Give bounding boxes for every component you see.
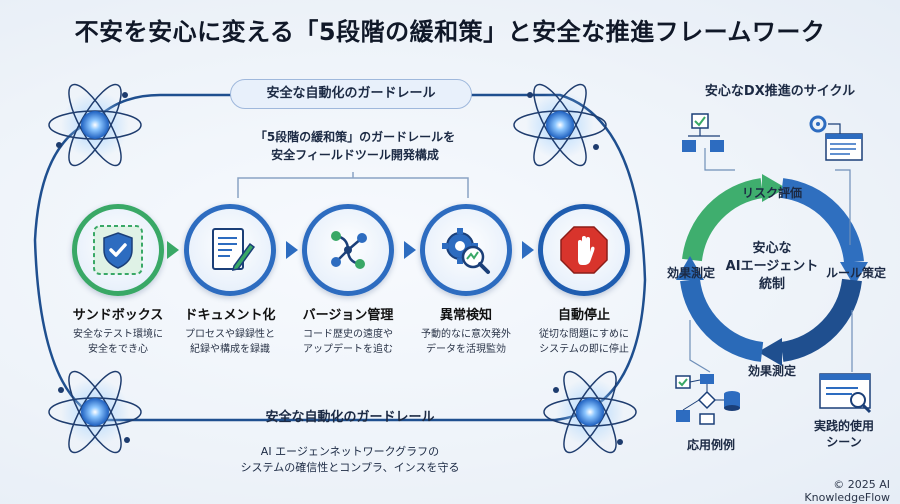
step-document <box>184 204 276 296</box>
step-sandbox-text: サンドボックス 安全なテスト環境に 安全をでき心 <box>48 304 188 357</box>
bracket-connector <box>237 177 469 198</box>
bottom-text: AI エージェンネットワークグラフの システムの確信性とコンプラ、インスを守る <box>200 444 500 476</box>
cycle-center-line3: 統制 <box>758 277 785 292</box>
corner-label-use-cases-line2: シーン <box>826 435 862 449</box>
cycle-center-line1: 安心な <box>752 241 792 256</box>
branch-icon <box>331 231 367 269</box>
step-autostop-circle <box>538 204 630 296</box>
bottom-guardrail-banner: 安全な自動化のガードレール <box>265 410 435 425</box>
corner-label-use-cases: 実践的使用 シーン <box>804 418 884 450</box>
step-title: 自動停止 <box>557 308 610 323</box>
page-title: 不安を安心に変える「5段階の緩和策」と安全な推進フレームワーク <box>74 18 826 46</box>
arrow-1 <box>167 241 179 259</box>
step-desc-line1: 安全なテスト環境に <box>73 329 163 340</box>
process-flow-icon <box>682 113 724 152</box>
flowchart-icon <box>675 374 740 425</box>
step-sandbox-circle <box>72 204 164 296</box>
step-sandbox <box>72 204 164 296</box>
step-autostop-text: 自動停止 従切な問題にすめに システムの即に停止 <box>514 304 654 357</box>
atom-top-left <box>48 83 142 167</box>
cycle-label-risk: リスク評価 <box>741 186 802 200</box>
copyright-footer: © 2025 AI KnowledgeFlow <box>804 478 890 504</box>
atom-top-right <box>513 83 607 167</box>
step-version-text: バージョン管理 コード歴史の遠度や アップデートを追む <box>278 304 418 357</box>
step-desc-line2: データを活現監効 <box>426 344 506 355</box>
center-heading-line1: 「5段階の緩和策」のガードレールを <box>254 130 456 144</box>
step-title: 異常検知 <box>439 308 492 323</box>
step-desc-line2: 紀録や構成を録識 <box>190 344 270 355</box>
arrow-3 <box>404 241 416 259</box>
settings-window-icon <box>809 115 863 161</box>
cycle-label-measure-bottom: 効果測定 <box>747 364 796 378</box>
step-desc-line1: コード歴史の遠度や <box>303 329 393 340</box>
step-document-text: ドキュメント化 プロセスや録録性と 紀録や構成を録識 <box>160 304 300 357</box>
step-title: バージョン管理 <box>302 308 394 323</box>
cycle-ring <box>676 174 868 366</box>
arrow-2 <box>286 241 298 259</box>
top-guardrail-banner: 安全な自動化のガードレール <box>230 79 472 109</box>
analysis-window-icon <box>819 373 872 414</box>
step-desc-line2: システムの即に停止 <box>539 344 629 355</box>
step-desc-line1: 従切な問題にすめに <box>538 329 630 340</box>
cycle-label-rules: ルール策定 <box>825 266 886 280</box>
cycle-center-line2: AIエージェント <box>725 259 819 274</box>
step-desc-line1: 予動的なに意次発外 <box>421 329 511 340</box>
step-anomaly <box>420 204 512 296</box>
shield-icon <box>93 225 143 275</box>
step-desc-line2: 安全をでき心 <box>88 344 148 355</box>
arrow-4 <box>522 241 534 259</box>
cycle-heading: 安心なDX推進のサイクル <box>704 84 856 99</box>
step-desc-line2: アップデートを追む <box>303 344 393 355</box>
step-anomaly-circle <box>420 204 512 296</box>
step-version-circle <box>302 204 394 296</box>
atom-bottom-left <box>48 370 142 454</box>
center-heading-line2: 安全フィールドツール開発構成 <box>271 148 439 162</box>
step-title: ドキュメント化 <box>184 308 276 323</box>
stop-hand-icon <box>560 226 608 274</box>
cycle-label-measure-left: 効果測定 <box>666 266 715 280</box>
center-heading: 「5段階の緩和策」のガードレールを 安全フィールドツール開発構成 <box>210 128 500 164</box>
document-icon <box>212 228 256 271</box>
atom-bottom-right <box>543 370 637 454</box>
step-anomaly-text: 異常検知 予動的なに意次発外 データを活現監効 <box>396 304 536 357</box>
step-document-circle <box>184 204 276 296</box>
step-desc-line1: プロセスや録録性と <box>185 329 275 340</box>
bottom-text-line1: AI エージェンネットワークグラフの <box>260 445 440 458</box>
step-autostop <box>538 204 630 296</box>
corner-label-applications: 応用例例 <box>686 438 735 452</box>
step-title: サンドボックス <box>72 308 164 323</box>
step-version <box>302 204 394 296</box>
corner-label-use-cases-line1: 実践的使用 <box>813 419 874 433</box>
gear-search-icon <box>442 228 490 274</box>
bottom-text-line2: システムの確信性とコンプラ、インスを守る <box>240 461 460 474</box>
cycle-center: 安心な AIエージェント 統制 <box>712 240 832 294</box>
